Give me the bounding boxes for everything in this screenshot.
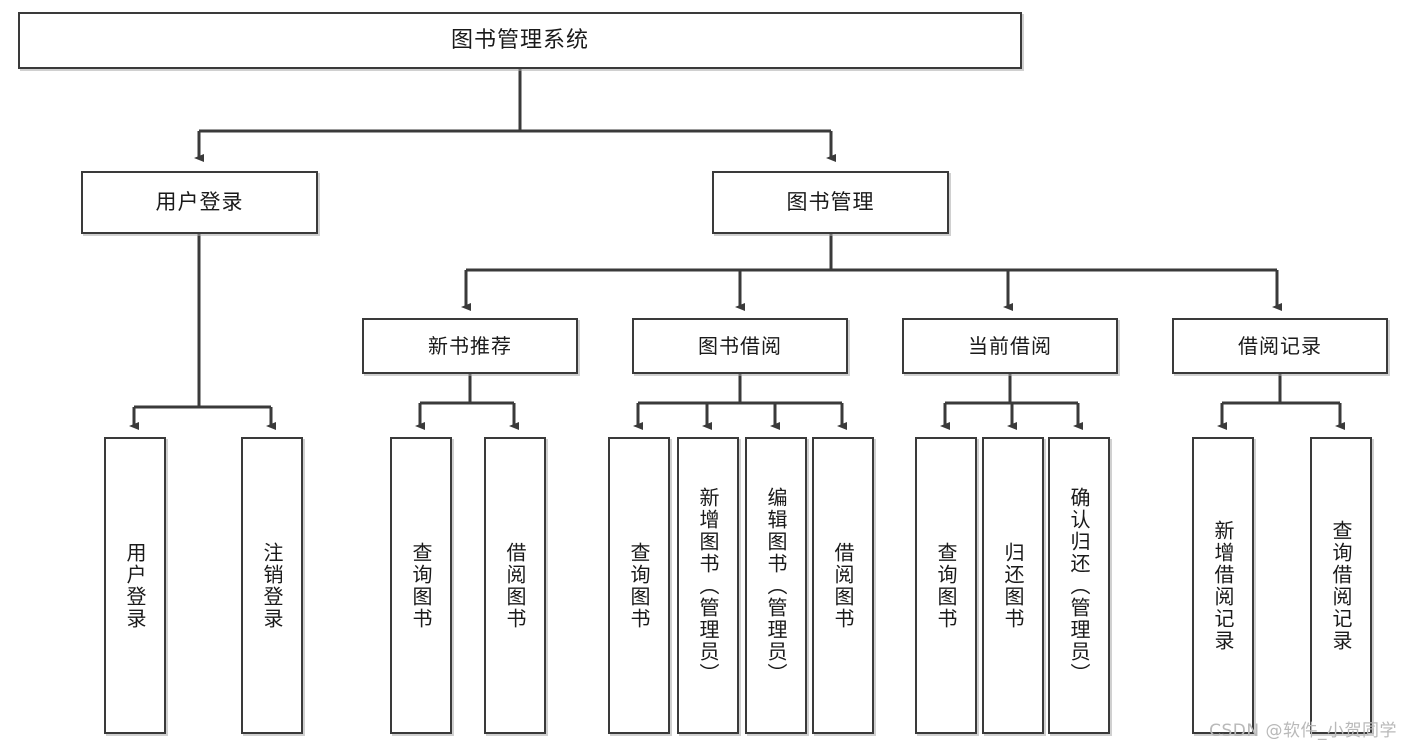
leaf-borrow-book-2-label: 借阅图书 — [831, 541, 855, 630]
leaf-query-book-1-label: 查询图书 — [409, 541, 433, 630]
leaf-query-book-1[interactable]: 查询图书 — [390, 437, 452, 734]
node-borrow-record-label: 借阅记录 — [1238, 333, 1322, 358]
leaf-edit-book[interactable]: 编辑图书（管理员） — [745, 437, 807, 734]
leaf-query-book-3[interactable]: 查询图书 — [915, 437, 977, 734]
node-user-login-label: 用户登录 — [155, 190, 244, 215]
leaf-logout-label: 注销登录 — [260, 541, 284, 630]
leaf-query-record[interactable]: 查询借阅记录 — [1310, 437, 1372, 734]
node-borrow-record[interactable]: 借阅记录 — [1172, 318, 1388, 374]
leaf-return-book[interactable]: 归还图书 — [982, 437, 1044, 734]
node-new-book-recommend-label: 新书推荐 — [428, 333, 512, 358]
node-book-manage-label: 图书管理 — [786, 190, 875, 215]
leaf-confirm-return[interactable]: 确认归还（管理员） — [1048, 437, 1110, 734]
node-current-borrow-label: 当前借阅 — [968, 333, 1052, 358]
leaf-query-book-2[interactable]: 查询图书 — [608, 437, 670, 734]
leaf-user-login[interactable]: 用户登录 — [104, 437, 166, 734]
node-book-manage[interactable]: 图书管理 — [712, 171, 949, 234]
node-user-login[interactable]: 用户登录 — [81, 171, 318, 234]
node-book-borrow[interactable]: 图书借阅 — [632, 318, 848, 374]
leaf-add-book[interactable]: 新增图书（管理员） — [677, 437, 739, 734]
leaf-edit-book-label: 编辑图书（管理员） — [764, 486, 788, 685]
node-root[interactable]: 图书管理系统 — [18, 12, 1022, 69]
leaf-query-book-2-label: 查询图书 — [627, 541, 651, 630]
leaf-user-login-label: 用户登录 — [123, 541, 147, 630]
leaf-query-book-3-label: 查询图书 — [934, 541, 958, 630]
leaf-return-book-label: 归还图书 — [1001, 541, 1025, 630]
leaf-confirm-return-label: 确认归还（管理员） — [1067, 486, 1091, 685]
node-new-book-recommend[interactable]: 新书推荐 — [362, 318, 578, 374]
leaf-borrow-book-1-label: 借阅图书 — [503, 541, 527, 630]
node-current-borrow[interactable]: 当前借阅 — [902, 318, 1118, 374]
leaf-logout[interactable]: 注销登录 — [241, 437, 303, 734]
node-root-label: 图书管理系统 — [450, 27, 589, 53]
leaf-borrow-book-1[interactable]: 借阅图书 — [484, 437, 546, 734]
node-book-borrow-label: 图书借阅 — [698, 333, 782, 358]
leaf-borrow-book-2[interactable]: 借阅图书 — [812, 437, 874, 734]
leaf-add-record-label: 新增借阅记录 — [1211, 519, 1235, 652]
leaf-add-record[interactable]: 新增借阅记录 — [1192, 437, 1254, 734]
leaf-query-record-label: 查询借阅记录 — [1329, 519, 1353, 652]
leaf-add-book-label: 新增图书（管理员） — [696, 486, 720, 685]
